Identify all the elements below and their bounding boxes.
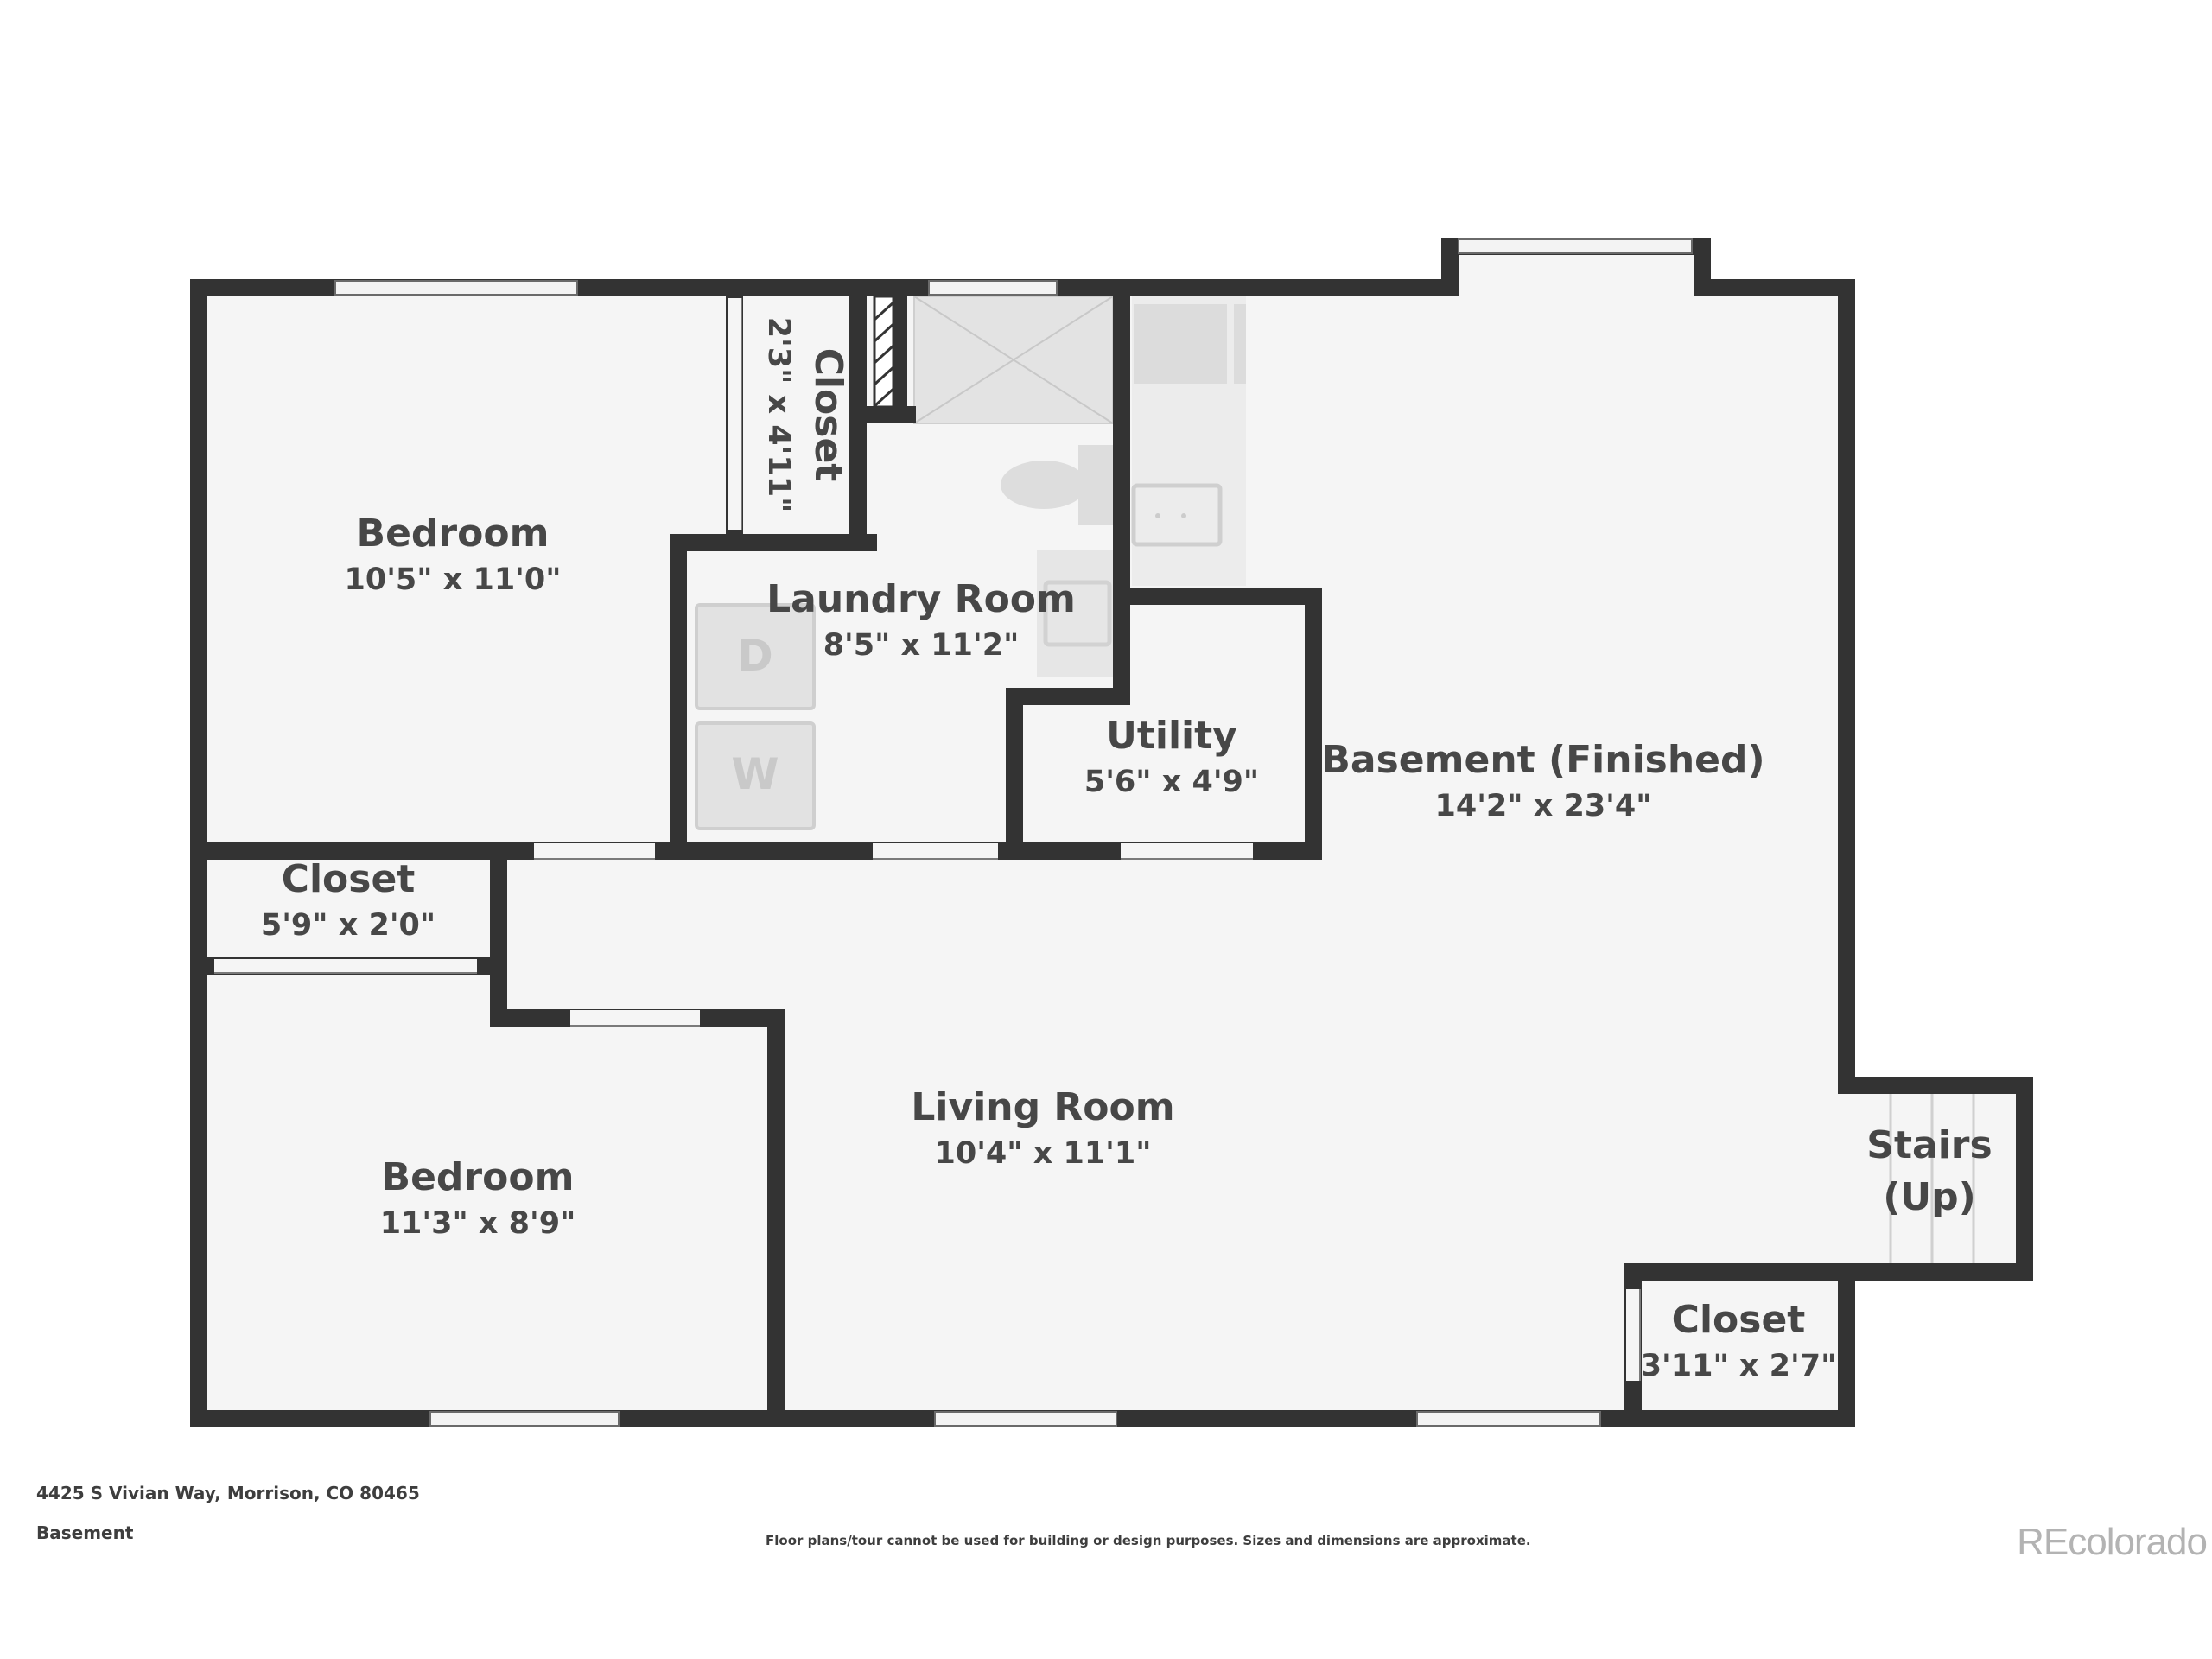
bathroom-fixtures xyxy=(913,296,1246,677)
utility-name: Utility xyxy=(1106,714,1237,758)
room-labels: Bedroom 10'5" x 11'0" Closet 2'3" x 4'11… xyxy=(261,317,1993,1383)
doorway xyxy=(570,1010,700,1026)
window xyxy=(934,1411,1117,1427)
doorways xyxy=(214,298,1640,1381)
floor-area xyxy=(199,246,2024,1419)
sink-right xyxy=(1131,483,1223,547)
disclaimer: Floor plans/tour cannot be used for buil… xyxy=(766,1533,1531,1548)
floor-level: Basement xyxy=(36,1522,134,1543)
laundry-appliances: D W xyxy=(695,603,816,830)
window xyxy=(1458,238,1693,254)
basement-dims: 14'2" x 23'4" xyxy=(1435,789,1652,823)
basement-name: Basement (Finished) xyxy=(1321,738,1764,782)
stairs-direction: (Up) xyxy=(1883,1175,1975,1219)
bedroom-top-dims: 10'5" x 11'0" xyxy=(345,563,562,597)
closet-right-name: Closet xyxy=(1672,1298,1806,1342)
closet-top-dims: 2'3" x 4'11" xyxy=(761,317,796,513)
openings xyxy=(334,238,1693,1427)
bedroom-bottom-name: Bedroom xyxy=(382,1155,575,1199)
closet-mid-name: Closet xyxy=(282,857,416,901)
bedroom-bottom-dims: 11'3" x 8'9" xyxy=(380,1206,576,1241)
washer-label: W xyxy=(731,749,779,799)
bedroom-top-name: Bedroom xyxy=(357,512,550,556)
closet-right-dims: 3'11" x 2'7" xyxy=(1641,1349,1837,1383)
doorway xyxy=(1626,1289,1640,1381)
doorway xyxy=(728,298,741,530)
closet-top-name: Closet xyxy=(806,348,850,482)
doorway xyxy=(1121,843,1253,859)
living-dims: 10'4" x 11'1" xyxy=(935,1136,1152,1171)
window xyxy=(928,280,1058,296)
doorway xyxy=(214,959,477,973)
laundry-name: Laundry Room xyxy=(766,577,1076,621)
window xyxy=(429,1411,620,1427)
laundry-sink xyxy=(1037,550,1113,677)
shelf xyxy=(1134,304,1227,384)
laundry-dims: 8'5" x 11'2" xyxy=(823,628,1020,663)
dryer-label: D xyxy=(737,631,773,681)
doorway xyxy=(534,843,655,859)
living-name: Living Room xyxy=(911,1085,1174,1129)
brand-logo: REcolorado xyxy=(2017,1521,2208,1563)
shelf-edge xyxy=(1234,304,1246,384)
stairs-treads xyxy=(1889,1090,1975,1265)
dryer xyxy=(695,603,816,710)
hatched-column xyxy=(873,295,895,409)
window xyxy=(334,280,578,296)
property-address: 4425 S Vivian Way, Morrison, CO 80465 xyxy=(36,1483,420,1503)
doorway xyxy=(873,843,998,859)
closet-mid-dims: 5'9" x 2'0" xyxy=(261,908,435,943)
toilet-bowl xyxy=(1001,461,1087,509)
window xyxy=(1416,1411,1601,1427)
stairs-name: Stairs xyxy=(1866,1123,1992,1167)
utility-dims: 5'6" x 4'9" xyxy=(1084,765,1259,799)
door-frames xyxy=(214,298,1641,1381)
washer xyxy=(695,721,816,830)
